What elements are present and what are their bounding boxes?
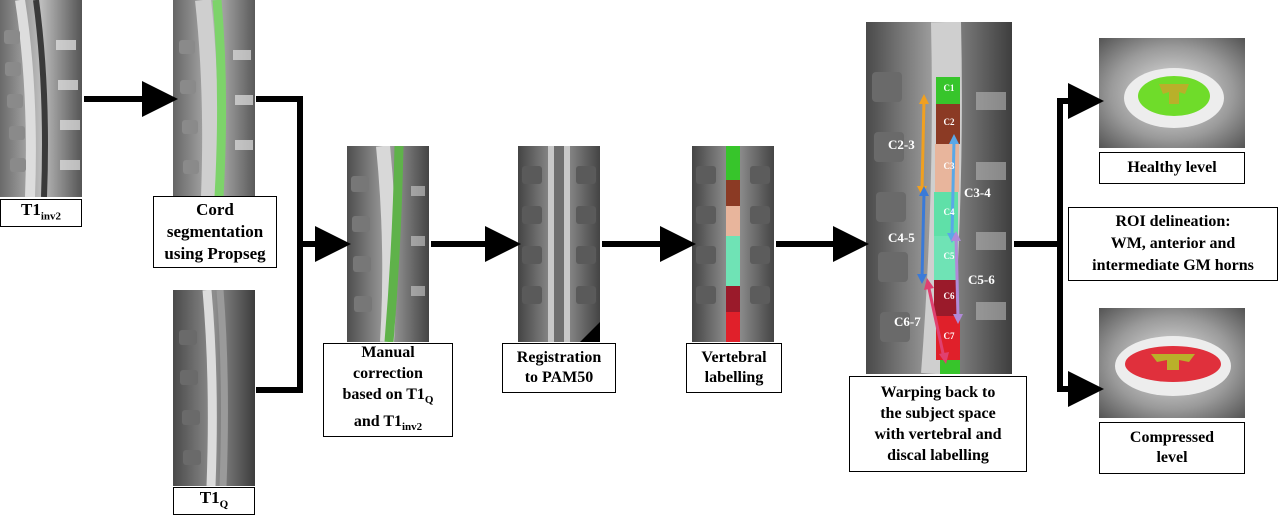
healthy-gm <box>1159 84 1189 104</box>
level-c2-block <box>726 180 740 206</box>
cord-segmentation-image <box>173 0 255 197</box>
manual-correction-image <box>347 146 429 342</box>
warping-label: Warping back to the subject space with v… <box>849 376 1027 472</box>
level-c1-block <box>726 146 740 180</box>
cord-segmentation-label: Cord segmentation using Propseg <box>153 196 277 268</box>
compressed-axial-image <box>1099 308 1245 418</box>
disc-label-c2-3: C2-3 <box>888 137 915 152</box>
disc-label-c4-5: C4-5 <box>888 230 915 245</box>
vertebral-labelling-label: Vertebral labelling <box>686 343 782 393</box>
vertebra-label-c4: C4 <box>943 207 955 217</box>
registration-label: Registration to PAM50 <box>502 343 616 393</box>
manual-correction-line: based on T1Q <box>342 385 434 406</box>
manual-correction-line: correction <box>353 364 423 382</box>
vertebra-label-c2: C2 <box>943 117 955 127</box>
roi-delineation-label: ROI delineation: WM, anterior and interm… <box>1068 207 1278 281</box>
vertebra-label-c7: C7 <box>943 331 955 341</box>
vertebral-labelling-image <box>692 146 774 342</box>
t1q-sagittal-image <box>173 290 255 486</box>
level-c4-block <box>726 236 740 286</box>
manual-correction-line: and T1inv2 <box>353 413 423 434</box>
disc-label-c3-4: C3-4 <box>964 185 991 200</box>
vertebra-label-c1: C1 <box>943 83 955 93</box>
corrected-cord-mask <box>384 146 404 342</box>
registration-image <box>518 146 600 342</box>
manual-correction-label: Manual correction based on T1Q and T1inv2 <box>323 343 453 437</box>
compressed-level-label: Compressed level <box>1099 422 1245 474</box>
disc-label-c5-6: C5-6 <box>968 272 995 287</box>
manual-correction-line: Manual <box>361 343 415 361</box>
level-c3-block <box>726 206 740 236</box>
t1inv2-label: T1inv2 <box>0 199 82 227</box>
vertebra-label-c3: C3 <box>943 161 955 171</box>
healthy-level-label: Healthy level <box>1099 152 1245 184</box>
compressed-gm <box>1151 354 1195 370</box>
cord-mask <box>212 0 227 197</box>
level-c6-block <box>726 286 740 312</box>
disc-label-c6-7: C6-7 <box>894 314 921 329</box>
vertebra-label-c6: C6 <box>943 291 955 301</box>
t1inv2-sagittal-image <box>0 0 82 197</box>
level-c7-block <box>726 312 740 342</box>
healthy-axial-image <box>1099 38 1245 148</box>
vertebra-label-c5: C5 <box>943 251 955 261</box>
t1q-label: T1Q <box>173 487 255 515</box>
